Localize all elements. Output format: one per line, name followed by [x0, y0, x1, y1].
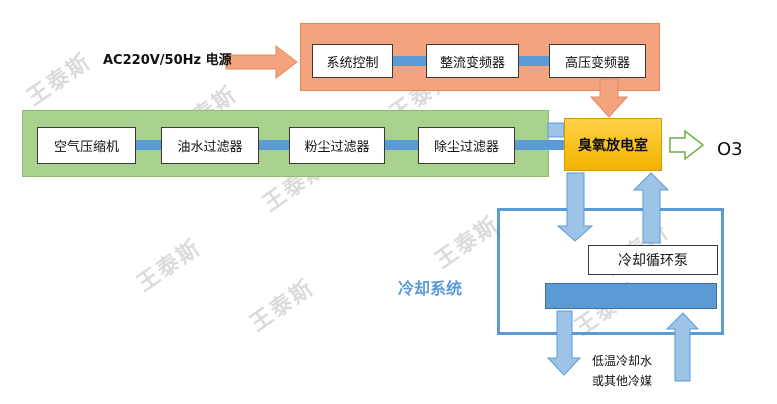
- power-source-label: AC220V/50Hz 电源: [103, 53, 232, 68]
- heat-exchanger-bar: [545, 283, 717, 309]
- air-compressor-block: 空气压缩机: [37, 127, 136, 164]
- coolant-out-arrow: [546, 310, 582, 376]
- chamber-up-arrow: [632, 172, 670, 244]
- oil-water-filter-block: 油水过滤器: [161, 127, 259, 164]
- cooling-system-frame: [497, 208, 724, 335]
- connector: [385, 140, 418, 150]
- chamber-down-arrow: [556, 172, 594, 242]
- coolant-label: 或其他冷媒: [592, 374, 653, 388]
- dust-filter-block: 粉尘过滤器: [289, 127, 385, 164]
- connector: [547, 122, 565, 138]
- dust-removal-filter-block: 除尘过滤器: [418, 127, 515, 164]
- connector: [393, 56, 426, 66]
- connector: [515, 140, 565, 150]
- cooling-pump-block: 冷却循环泵: [588, 245, 718, 275]
- connector: [136, 140, 161, 150]
- ozone-discharge-chamber: 臭氧放电室: [564, 118, 662, 171]
- system-control-block: 系统控制: [312, 44, 393, 78]
- power-arrow: [225, 44, 298, 80]
- hv-to-chamber-arrow: [589, 78, 629, 118]
- rectifier-inverter-block: 整流变频器: [426, 44, 519, 78]
- coolant-in-arrow: [665, 312, 700, 382]
- ozone-output-label: O3: [717, 139, 743, 160]
- connector: [519, 56, 549, 66]
- output-arrow: [669, 129, 705, 161]
- coolant-label: 低温冷却水: [592, 354, 653, 368]
- hv-inverter-block: 高压变频器: [549, 44, 646, 78]
- connector: [259, 140, 289, 150]
- cooling-system-title: 冷却系统: [398, 279, 463, 298]
